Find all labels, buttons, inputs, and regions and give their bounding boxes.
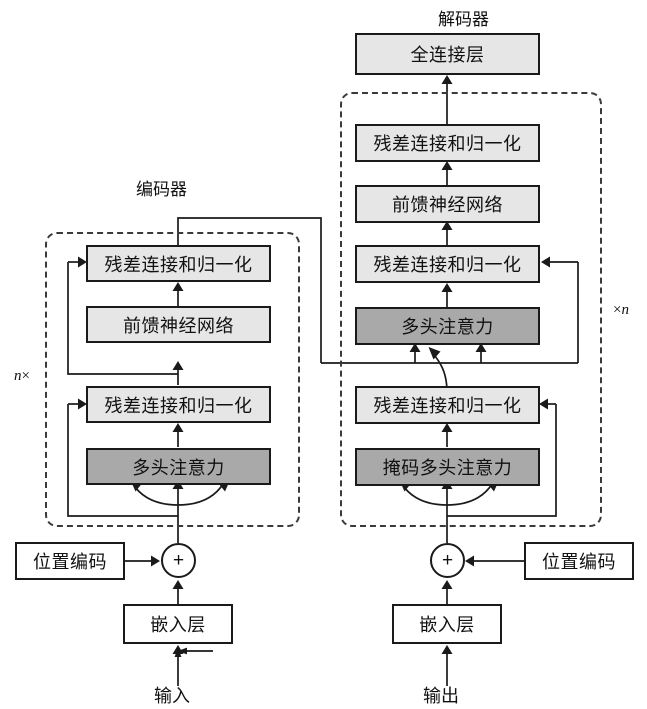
encoder-multihead-attention[interactable]: 多头注意力 [86,448,271,485]
decoder-addnorm-mid[interactable]: 残差连接和归一化 [355,245,540,283]
encoder-dashed-group [45,232,300,527]
decoder-output-dense-layer[interactable]: 全连接层 [355,33,540,75]
encoder-addnorm-bottom[interactable]: 残差连接和归一化 [86,386,271,423]
decoder-adder-symbol: + [441,550,454,571]
decoder-masked-multihead-attention[interactable]: 掩码多头注意力 [355,448,540,486]
encoder-embedding-layer[interactable]: 嵌入层 [123,604,233,644]
encoder-input-label: 输入 [154,686,190,706]
encoder-repeat-times: × [21,368,30,384]
decoder-repeat-label: ×n [613,302,629,319]
decoder-adder: + [430,543,465,578]
encoder-repeat-n: n [14,368,22,384]
decoder-feedforward[interactable]: 前馈神经网络 [355,185,540,223]
encoder-repeat-label: n× [14,368,30,385]
encoder-adder: + [161,543,196,578]
decoder-dashed-group [340,92,602,527]
decoder-addnorm-bottom[interactable]: 残差连接和归一化 [355,386,540,424]
decoder-output-label: 输出 [423,686,459,706]
encoder-adder-symbol: + [172,550,185,571]
encoder-positional-encoding[interactable]: 位置编码 [15,542,125,580]
decoder-repeat-n: n [621,302,629,318]
encoder-feedforward[interactable]: 前馈神经网络 [86,306,271,343]
encoder-addnorm-top[interactable]: 残差连接和归一化 [86,245,271,282]
encoder-title: 编码器 [136,180,187,199]
decoder-cross-multihead-attention[interactable]: 多头注意力 [355,307,540,345]
decoder-repeat-times: × [613,302,622,318]
decoder-addnorm-top[interactable]: 残差连接和归一化 [355,124,540,162]
decoder-title: 解码器 [438,10,489,29]
decoder-embedding-layer[interactable]: 嵌入层 [392,604,502,644]
decoder-positional-encoding[interactable]: 位置编码 [524,542,634,580]
